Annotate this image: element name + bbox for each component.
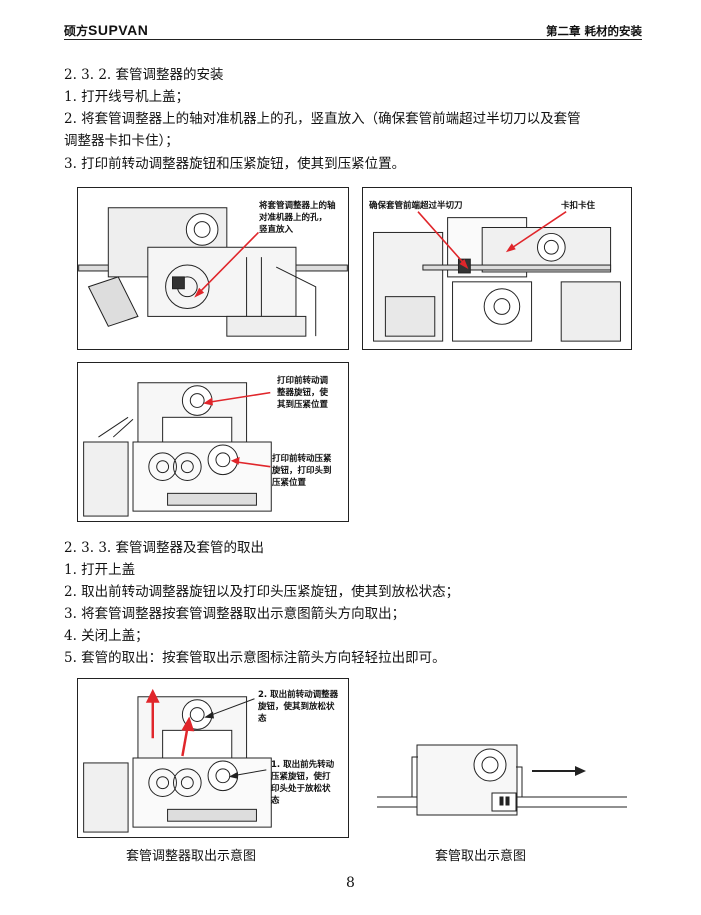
fig3-ann1-line2: 整器旋钮，使 bbox=[277, 388, 329, 398]
illustration-install-insert bbox=[78, 207, 348, 337]
page-header: 硕方SUPVAN 第二章 耗材的安装 bbox=[64, 22, 642, 40]
fig1-ann-line3: 竖直放入 bbox=[259, 225, 294, 235]
section-232-step2-line1: 2. 将套管调整器上的轴对准机器上的孔，竖直放入（确保套管前端超过半切刀以及套管 bbox=[64, 111, 581, 127]
page-number: 8 bbox=[346, 875, 355, 891]
caption-tube-removal: 套管取出示意图 bbox=[435, 849, 527, 864]
figure-remove-tube bbox=[372, 735, 634, 835]
section-232-step2-line2: 调整器卡扣卡住）； bbox=[64, 133, 179, 149]
caption-adjuster-removal: 套管调整器取出示意图 bbox=[126, 849, 257, 864]
fig3-ann2-line2: 旋钮，打印头到 bbox=[272, 466, 332, 476]
illustration-install-knobs bbox=[83, 382, 272, 517]
illustration-remove-adjuster bbox=[83, 688, 272, 833]
section-233-step5: 5. 套管的取出：按套管取出示意图标注箭头方向轻轻拉出即可。 bbox=[64, 650, 446, 666]
brand-latin: SUPVAN bbox=[88, 22, 149, 38]
fig4-ann1-line2: 旋钮，使其到放松状 bbox=[258, 702, 335, 712]
fig3-ann2-line3: 压紧位置 bbox=[272, 478, 307, 488]
brand-logo: 硕方SUPVAN bbox=[64, 22, 148, 39]
fig4-ann1-line3: 态 bbox=[258, 714, 267, 724]
figure-install-check: 确保套管前端超过半切刀 卡扣卡住 bbox=[362, 187, 632, 350]
illustration-remove-tube bbox=[377, 744, 627, 816]
figure-install-knobs: 打印前转动调 整器旋钮，使 其到压紧位置 打印前转动压紧 旋钮，打印头到 压紧位… bbox=[77, 362, 349, 522]
section-233-step1: 1. 打开上盖 bbox=[64, 562, 136, 578]
brand-cn: 硕方 bbox=[64, 24, 89, 38]
figure-install-insert: 将套管调整器上的轴 对准机器上的孔， 竖直放入 bbox=[77, 187, 349, 350]
fig4-ann2-line1: 1. 取出前先转动 bbox=[271, 760, 335, 770]
section-233-step3: 3. 将套管调整器按套管调整器取出示意图箭头方向取出； bbox=[64, 606, 406, 622]
section-233-step4: 4. 关闭上盖； bbox=[64, 628, 149, 644]
figure-remove-adjuster: 2. 取出前转动调整器 旋钮，使其到放松状 态 1. 取出前先转动 压紧旋钮，使… bbox=[77, 678, 349, 838]
section-232-step3: 3. 打印前转动调整器旋钮和压紧旋钮，使其到压紧位置。 bbox=[64, 156, 406, 172]
fig2-ann-halfcut: 确保套管前端超过半切刀 bbox=[369, 201, 463, 211]
illustration-install-check bbox=[373, 211, 621, 342]
fig4-ann2-line3: 印头处于放松状 bbox=[271, 784, 331, 794]
fig4-ann2-line2: 压紧旋钮，使打 bbox=[271, 772, 331, 782]
fig3-ann1-line3: 其到压紧位置 bbox=[277, 400, 329, 410]
fig3-ann1-line1: 打印前转动调 bbox=[277, 376, 329, 386]
section-232-title: 2. 3. 2. 套管调整器的安装 bbox=[64, 67, 224, 83]
section-233-step2: 2. 取出前转动调整器旋钮以及打印头压紧旋钮，使其到放松状态； bbox=[64, 584, 460, 600]
section-232-step1: 1. 打开线号机上盖； bbox=[64, 89, 190, 105]
fig4-ann1-line1: 2. 取出前转动调整器 bbox=[258, 690, 339, 700]
fig4-ann2-line4: 态 bbox=[271, 796, 280, 806]
chapter-title: 第二章 耗材的安装 bbox=[545, 24, 642, 38]
fig3-ann2-line1: 打印前转动压紧 bbox=[272, 454, 332, 464]
section-233-title: 2. 3. 3. 套管调整器及套管的取出 bbox=[64, 540, 265, 556]
fig2-ann-latch: 卡扣卡住 bbox=[561, 201, 596, 211]
fig1-ann-line2: 对准机器上的孔， bbox=[259, 213, 328, 223]
fig1-ann-line1: 将套管调整器上的轴 bbox=[259, 201, 336, 211]
